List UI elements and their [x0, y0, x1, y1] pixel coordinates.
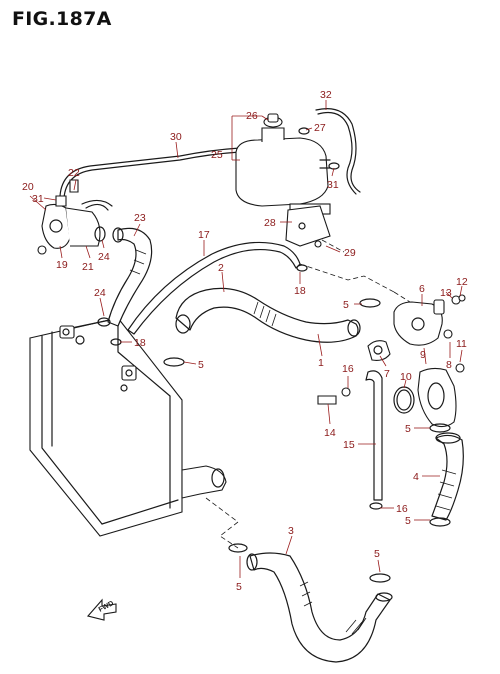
callout-10: 10 — [400, 371, 412, 383]
reservoir-tank — [235, 113, 331, 247]
callout-8: 8 — [446, 359, 452, 371]
callout-13: 13 — [440, 287, 452, 299]
callout-26: 26 — [246, 110, 258, 122]
callout-5e: 5 — [236, 581, 242, 593]
callout-5c: 5 — [405, 423, 411, 435]
callout-23: 23 — [134, 212, 146, 224]
callout-29: 29 — [344, 247, 356, 259]
callout-22: 22 — [68, 167, 80, 179]
callout-17: 17 — [198, 229, 210, 241]
hose-30 — [59, 147, 241, 197]
callout-30: 30 — [170, 131, 182, 143]
callout-5a: 5 — [343, 299, 349, 311]
radiator — [29, 317, 227, 537]
hose-3 — [246, 552, 393, 663]
callout-7: 7 — [384, 368, 390, 380]
callout-5d: 5 — [405, 515, 411, 527]
callout-19: 19 — [56, 259, 68, 271]
callout-3: 3 — [288, 525, 294, 537]
callout-32: 32 — [320, 89, 332, 101]
callout-21: 21 — [82, 261, 94, 273]
callout-20: 20 — [22, 181, 34, 193]
leader-lines — [29, 100, 463, 578]
callout-5f: 5 — [374, 548, 380, 560]
callout-18a: 18 — [294, 285, 306, 297]
figure-title: FIG.187A — [12, 8, 112, 30]
callout-24a: 24 — [94, 287, 106, 299]
callout-31a: 31 — [32, 193, 44, 205]
callout-9: 9 — [420, 349, 426, 361]
hose-15 — [365, 370, 383, 501]
callout-27: 27 — [314, 122, 326, 134]
callout-12: 12 — [456, 276, 468, 288]
routing-lines — [205, 239, 411, 549]
hose-17 — [127, 241, 301, 335]
callout-11: 11 — [456, 338, 467, 350]
callout-2: 2 — [218, 262, 224, 274]
front-arrow-icon: FWD — [86, 598, 117, 621]
callout-16b: 16 — [396, 503, 408, 515]
water-pump-cover — [37, 179, 113, 255]
hose-4 — [431, 432, 464, 521]
hose-32 — [315, 108, 361, 193]
callout-1: 1 — [318, 357, 324, 369]
callout-14: 14 — [324, 427, 336, 439]
thermostat-housing — [367, 294, 466, 428]
callout-25: 25 — [211, 149, 223, 161]
callouts: 1 2 3 4 5 5 5 5 5 5 6 7 8 9 10 11 12 13 … — [22, 89, 468, 593]
callout-28: 28 — [264, 217, 276, 229]
hose-23 — [107, 227, 153, 327]
callout-31b: 31 — [327, 179, 339, 191]
callout-24b: 24 — [98, 251, 110, 263]
hose-1 — [175, 287, 361, 343]
callout-6: 6 — [419, 283, 425, 295]
callout-15: 15 — [343, 439, 355, 451]
callout-4: 4 — [413, 471, 419, 483]
callout-16a: 16 — [342, 363, 354, 375]
callout-5b: 5 — [198, 359, 204, 371]
callout-18b: 18 — [134, 337, 146, 349]
